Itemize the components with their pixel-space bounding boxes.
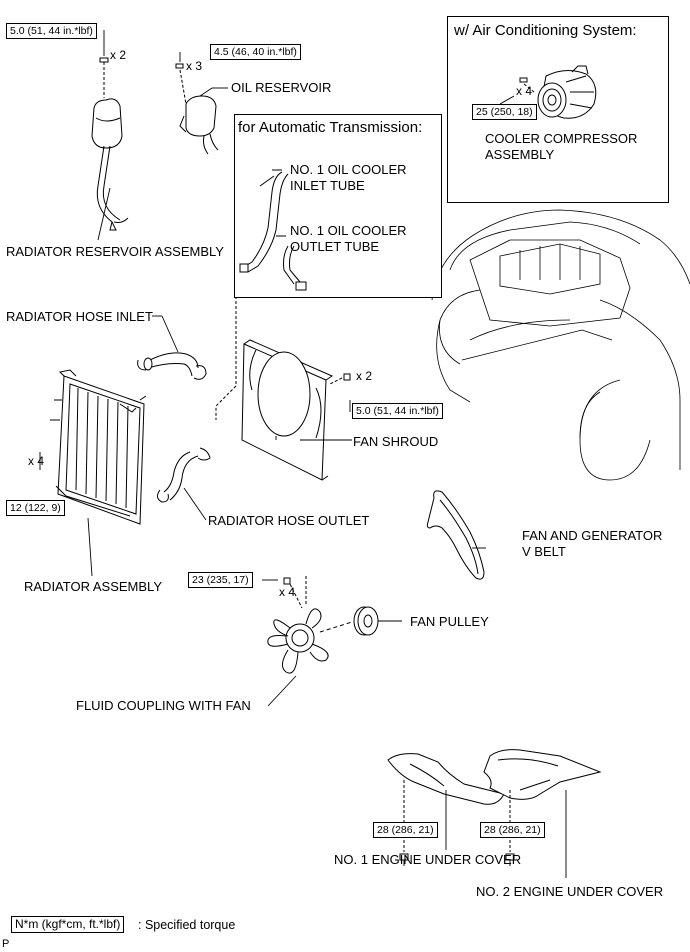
under-cover-2-drawing (483, 749, 602, 861)
torque-compressor: 25 (250, 18) (472, 104, 537, 120)
fan-pulley-drawing (353, 606, 379, 636)
legend-description: : Specified torque (138, 918, 236, 932)
label-hose-outlet: RADIATOR HOSE OUTLET (208, 513, 370, 528)
under-cover-1-drawing (387, 753, 505, 861)
label-radiator-reservoir: RADIATOR RESERVOIR ASSEMBLY (6, 244, 224, 259)
belt-drawing (426, 490, 485, 580)
at-panel-title: for Automatic Transmission: (238, 119, 423, 136)
radiator-hose-outlet-drawing (156, 447, 211, 503)
corner-mark: P (2, 938, 10, 950)
torque-coupling: 23 (235, 17) (188, 572, 253, 588)
qty-shroud: x 2 (356, 369, 373, 383)
label-hose-inlet: RADIATOR HOSE INLET (6, 309, 153, 324)
torque-under-cover-1: 28 (286, 21) (373, 822, 438, 838)
label-outlet-tube-1: NO. 1 OIL COOLER (290, 223, 407, 238)
qty-radiator: x 4 (28, 454, 45, 468)
torque-radiator: 12 (122, 9) (6, 500, 65, 516)
ac-panel-title: w/ Air Conditioning System: (454, 22, 637, 39)
fan-shroud-drawing (241, 339, 351, 481)
label-under-cover-2: NO. 2 ENGINE UNDER COVER (476, 884, 664, 899)
label-outlet-tube-2: OUTLET TUBE (290, 239, 380, 254)
torque-oil-reservoir: 4.5 (46, 40 in.*lbf) (210, 44, 301, 60)
qty-coupling: x 4 (279, 585, 296, 599)
compressor-icon (499, 65, 597, 119)
qty-oil-reservoir: x 3 (186, 59, 203, 73)
radiator-hose-inlet-drawing (137, 352, 207, 380)
qty-compressor: x 4 (516, 84, 533, 98)
torque-shroud: 5.0 (51, 44 in.*lbf) (352, 403, 443, 419)
label-compressor-1: COOLER COMPRESSOR (485, 131, 638, 146)
torque-reservoir: 5.0 (51, 44 in.*lbf) (6, 23, 97, 39)
oil-cooler-tubes-icon (239, 169, 307, 291)
qty-reservoir: x 2 (110, 48, 127, 62)
label-oil-reservoir: OIL RESERVOIR (231, 80, 332, 95)
legend-key: N*m (kgf*cm, ft.*lbf) (11, 916, 125, 933)
label-belt-1: FAN AND GENERATOR (522, 528, 663, 543)
torque-under-cover-2: 28 (286, 21) (480, 822, 545, 838)
label-belt-2: V BELT (522, 544, 566, 559)
engine-bay-drawing (431, 209, 690, 481)
fan-drawing (267, 576, 353, 674)
label-fan-pulley: FAN PULLEY (410, 614, 489, 629)
radiator-drawing (50, 369, 147, 525)
oil-reservoir-drawing (175, 63, 219, 155)
label-inlet-tube-2: INLET TUBE (290, 178, 365, 193)
label-radiator-assembly: RADIATOR ASSEMBLY (24, 579, 162, 594)
label-compressor-2: ASSEMBLY (485, 147, 555, 162)
label-fan-shroud: FAN SHROUD (353, 434, 439, 449)
at-panel: for Automatic Transmission: (234, 114, 442, 298)
label-under-cover-1: NO. 1 ENGINE UNDER COVER (334, 852, 522, 867)
radiator-reservoir-drawing (91, 57, 129, 231)
label-fluid-coupling: FLUID COUPLING WITH FAN (76, 698, 251, 713)
label-inlet-tube-1: NO. 1 OIL COOLER (290, 162, 407, 177)
